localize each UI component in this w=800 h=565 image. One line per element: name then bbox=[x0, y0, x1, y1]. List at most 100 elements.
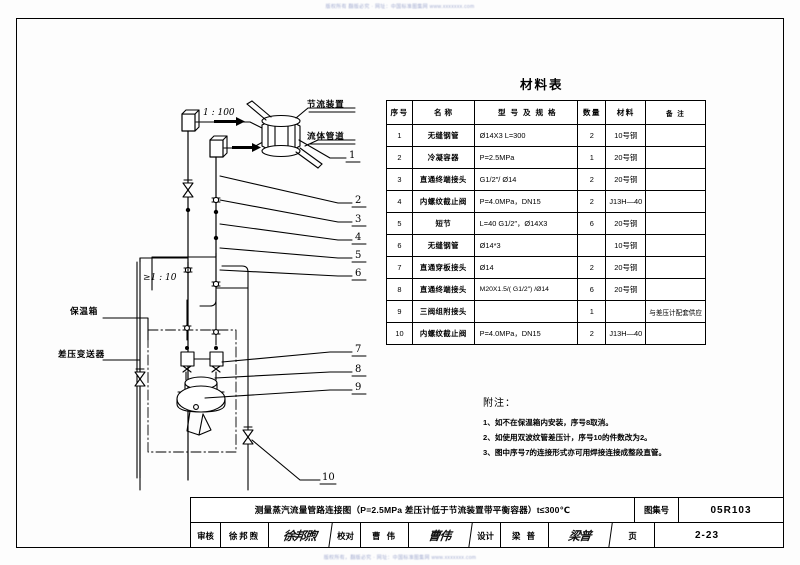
col-header-spec: 型 号 及 规 格 bbox=[473, 100, 579, 125]
cell-name: 直通穿板接头 bbox=[411, 256, 475, 279]
cell-qty: 2 bbox=[577, 322, 607, 345]
cell-note bbox=[645, 278, 706, 301]
union-lower-left bbox=[182, 325, 192, 331]
cell-material: 10号钢 bbox=[605, 124, 647, 147]
cell-spec: P=4.0MPa，DN15 bbox=[473, 322, 579, 345]
cell-note bbox=[645, 212, 706, 235]
leader-number-9: 9 bbox=[355, 382, 362, 393]
title-block-row-bottom: 审核 徐邦煦 徐邦煦 校对 曹 伟 曹伟 设计 梁 普 梁普 页 2-23 bbox=[191, 523, 783, 548]
union-right-mid bbox=[211, 280, 221, 288]
union-right-upper bbox=[211, 196, 221, 204]
union-lower-right bbox=[211, 329, 221, 335]
leader-number-8: 8 bbox=[355, 364, 362, 375]
cell-name: 内螺纹截止阀 bbox=[411, 322, 475, 345]
cell-no: 8 bbox=[386, 278, 413, 301]
leader-number-3: 3 bbox=[355, 214, 362, 225]
cell-no: 9 bbox=[386, 300, 413, 323]
review-name: 徐邦煦 bbox=[221, 523, 269, 548]
check-label: 校对 bbox=[331, 523, 361, 548]
cell-qty: 2 bbox=[577, 168, 607, 191]
cell-qty: 1 bbox=[577, 146, 607, 169]
cell-qty: 2 bbox=[577, 124, 607, 147]
note-item-3: 3、图中序号7的连接形式亦可用焊接连接成整段直管。 bbox=[483, 448, 667, 457]
design-label: 设计 bbox=[471, 523, 501, 548]
cell-no: 3 bbox=[386, 168, 413, 191]
col-header-note: 备 注 bbox=[645, 100, 706, 125]
leader-number-10: 10 bbox=[322, 472, 335, 483]
cell-no: 4 bbox=[386, 190, 413, 213]
title-block: 测量蒸汽流量管路连接图（P=2.5MPa 差压计低于节流装置带平衡容器）t≤30… bbox=[190, 497, 784, 548]
cell-material: 20号钢 bbox=[605, 168, 647, 191]
cell-note: 与差压计配套供应 bbox=[645, 300, 706, 323]
leader-number-7: 7 bbox=[355, 344, 362, 355]
cell-no: 10 bbox=[386, 322, 413, 345]
three-valve-manifold bbox=[180, 351, 224, 373]
cell-spec: M20X1.5/( G1/2″) /Ø14 bbox=[473, 278, 579, 301]
cell-name: 内螺纹截止阀 bbox=[411, 190, 475, 213]
cell-note bbox=[645, 322, 706, 345]
col-header-no: 序号 bbox=[386, 100, 413, 125]
cell-note bbox=[645, 234, 706, 257]
insulation-box bbox=[147, 329, 237, 453]
cell-material bbox=[605, 300, 647, 323]
review-label: 审核 bbox=[191, 523, 221, 548]
valve-bottom-right bbox=[242, 426, 254, 445]
cell-spec: Ø14*3 bbox=[473, 234, 579, 257]
cell-no: 7 bbox=[386, 256, 413, 279]
cell-no: 1 bbox=[386, 124, 413, 147]
cell-note bbox=[645, 124, 706, 147]
title-block-row-top: 测量蒸汽流量管路连接图（P=2.5MPa 差压计低于节流装置带平衡容器）t≤30… bbox=[191, 498, 783, 523]
design-signature: 梁普 bbox=[547, 523, 613, 548]
cell-name: 三阀组附接头 bbox=[411, 300, 475, 323]
leader-number-2: 2 bbox=[355, 195, 362, 206]
orifice-device bbox=[246, 100, 323, 169]
cell-material: 20号钢 bbox=[605, 256, 647, 279]
check-name: 曹 伟 bbox=[361, 523, 409, 548]
cell-name: 直通终端接头 bbox=[411, 278, 475, 301]
review-signature: 徐邦煦 bbox=[267, 523, 333, 548]
page-number: 2-23 bbox=[694, 530, 719, 541]
leader-number-1: 1 bbox=[349, 150, 356, 161]
drawing-title: 测量蒸汽流量管路连接图（P=2.5MPa 差压计低于节流装置带平衡容器）t≤30… bbox=[191, 498, 635, 522]
cell-spec bbox=[473, 300, 579, 323]
condensate-vessel-right bbox=[209, 135, 228, 158]
cell-name: 无缝钢管 bbox=[411, 124, 475, 147]
cell-material: 10号钢 bbox=[605, 234, 647, 257]
col-header-qty: 数量 bbox=[577, 100, 607, 125]
label-fluid-pipeline: 流体管道 bbox=[307, 132, 345, 142]
leader-insulation-box bbox=[102, 317, 149, 341]
cell-spec: P=4.0MPa，DN15 bbox=[473, 190, 579, 213]
material-table-title: 材料表 bbox=[520, 77, 564, 92]
cell-qty bbox=[577, 234, 607, 257]
valve-bottom-left bbox=[134, 368, 146, 387]
notes-block: 附注： 1、如不在保温箱内安装，序号8取消。 2、如使用双波纹管差压计，序号10… bbox=[483, 396, 666, 460]
watermark-top: 版权所有 翻版必究 · 网址：中国标准图集网 www.xxxxxxx.com bbox=[325, 4, 475, 10]
leader-number-4: 4 bbox=[355, 232, 362, 243]
cell-no: 2 bbox=[386, 146, 413, 169]
dp-transmitter-body bbox=[176, 371, 226, 436]
cell-no: 5 bbox=[386, 212, 413, 235]
valve-left-upper bbox=[182, 179, 194, 198]
cell-note bbox=[645, 256, 706, 279]
cell-qty: 2 bbox=[577, 190, 607, 213]
cell-name: 直通终端接头 bbox=[411, 168, 475, 191]
cell-spec: Ø14 bbox=[473, 256, 579, 279]
label-throttle-device: 节流装置 bbox=[307, 100, 345, 110]
cell-spec: P=2.5MPa bbox=[473, 146, 579, 169]
cell-name: 短节 bbox=[411, 212, 475, 235]
cell-qty: 6 bbox=[577, 278, 607, 301]
table-header-row: 序号 名 称 型 号 及 规 格 数量 材料 备 注 bbox=[386, 100, 706, 125]
cell-no: 6 bbox=[386, 234, 413, 257]
cell-qty: 1 bbox=[577, 300, 607, 323]
cell-qty: 2 bbox=[577, 256, 607, 279]
